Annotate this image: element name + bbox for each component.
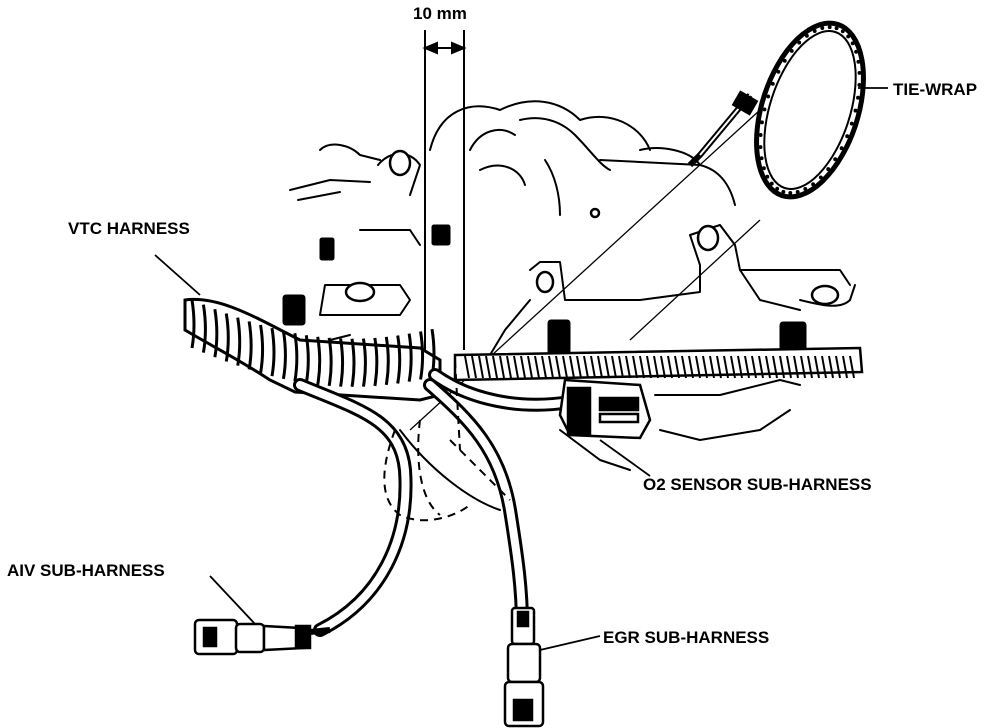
leader-egr (539, 635, 601, 651)
engine-body-outline (289, 100, 856, 511)
o2-sensor-label: O2 SENSOR SUB-HARNESS (643, 475, 872, 494)
o2-sensor-connector (558, 378, 652, 440)
aiv-sub-harness-label: AIV SUB-HARNESS (7, 561, 165, 580)
hidden-wire-paths (383, 359, 511, 522)
threaded-rod (453, 346, 864, 382)
dimension-label: 10 mm (413, 4, 467, 23)
egr-connector (503, 606, 545, 728)
leader-aiv (209, 575, 256, 625)
dimension-marker (422, 30, 467, 350)
aiv-connector (193, 618, 331, 656)
bracket-bolts (344, 149, 840, 306)
sub-harness-wires (293, 368, 577, 637)
tie-wrap (687, 20, 866, 200)
egr-sub-harness-label: EGR SUB-HARNESS (603, 628, 769, 647)
leader-vtc (154, 254, 201, 296)
leader-o2 (599, 439, 651, 477)
vtc-harness-label: VTC HARNESS (68, 219, 190, 238)
leader-lines (154, 87, 888, 651)
arrow-left-icon (422, 41, 438, 55)
tie-wrap-label: TIE-WRAP (893, 80, 977, 99)
arrow-right-icon (451, 41, 467, 55)
harness-clamps (282, 224, 807, 355)
